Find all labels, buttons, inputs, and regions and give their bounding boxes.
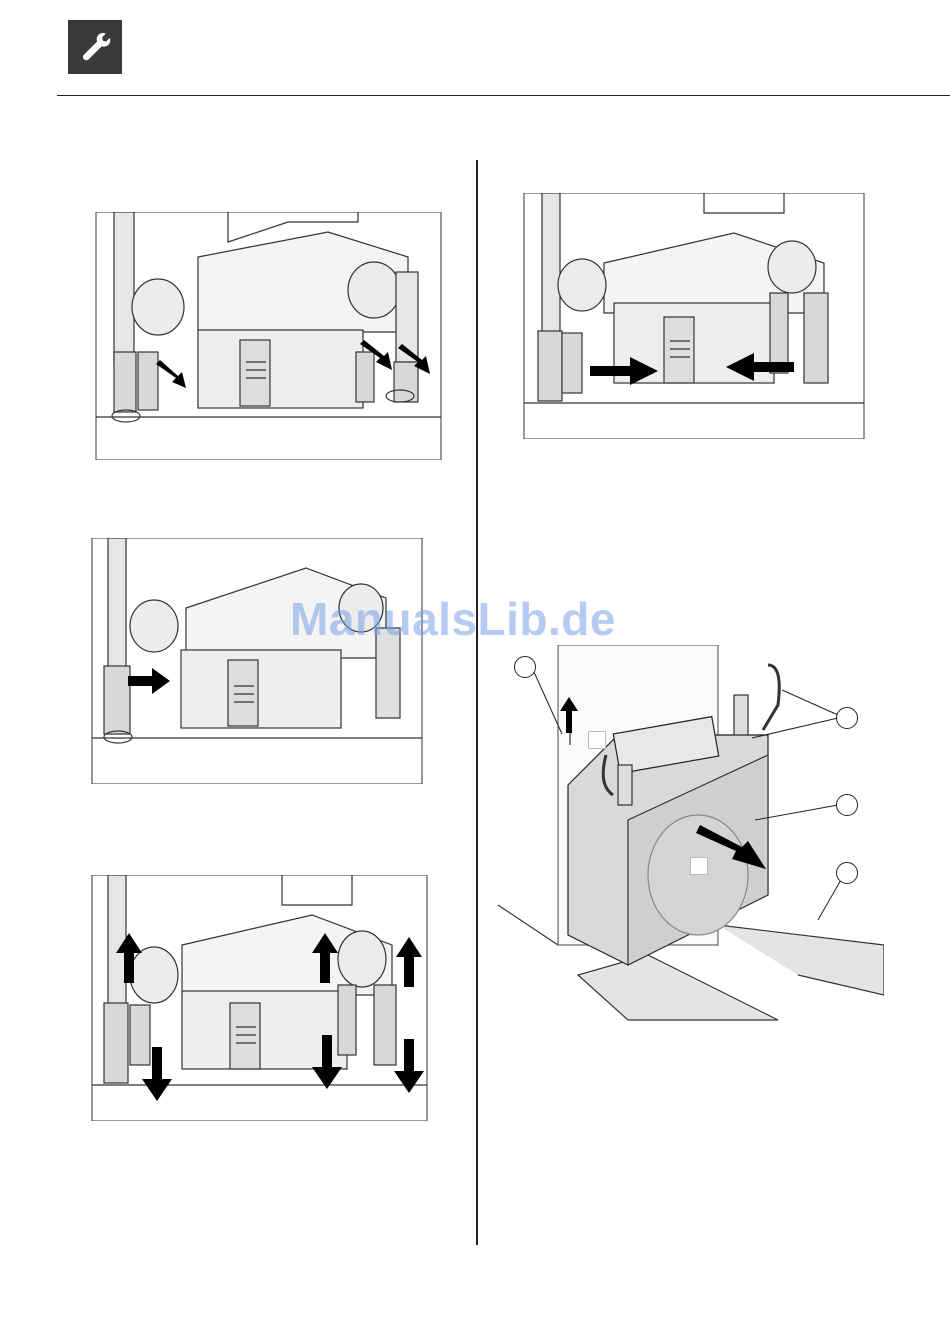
column-divider bbox=[476, 160, 478, 1245]
arrow-up-1 bbox=[116, 933, 142, 983]
wrench-icon-badge bbox=[68, 20, 122, 74]
figure-remove-pipes bbox=[72, 875, 438, 1121]
arrow-up-3 bbox=[396, 937, 422, 987]
callout-circle-4 bbox=[836, 862, 858, 884]
arrow-down-1 bbox=[142, 1047, 172, 1101]
arrow-down-right-3 bbox=[396, 344, 432, 376]
arrow-down-3 bbox=[394, 1039, 424, 1093]
figure-disconnect-pipes bbox=[78, 212, 454, 460]
callout-leaders bbox=[500, 650, 880, 920]
arrow-down-right-1 bbox=[154, 360, 188, 390]
arrow-right bbox=[590, 357, 658, 385]
figure-unscrew-fitting bbox=[76, 538, 434, 784]
wrench-icon bbox=[76, 28, 114, 66]
arrow-left bbox=[726, 353, 794, 381]
arrow-up-2 bbox=[312, 933, 338, 983]
arrow-down-right-2 bbox=[358, 340, 394, 372]
figure-insert-plugs bbox=[504, 193, 868, 439]
arrow-right bbox=[128, 668, 170, 694]
callout-circle-1 bbox=[514, 656, 536, 678]
header-rule bbox=[57, 95, 950, 96]
callout-circle-2 bbox=[836, 707, 858, 729]
callout-circle-3 bbox=[836, 794, 858, 816]
watermark: ManualsLib.de bbox=[290, 592, 670, 646]
arrow-down-2 bbox=[312, 1035, 342, 1089]
